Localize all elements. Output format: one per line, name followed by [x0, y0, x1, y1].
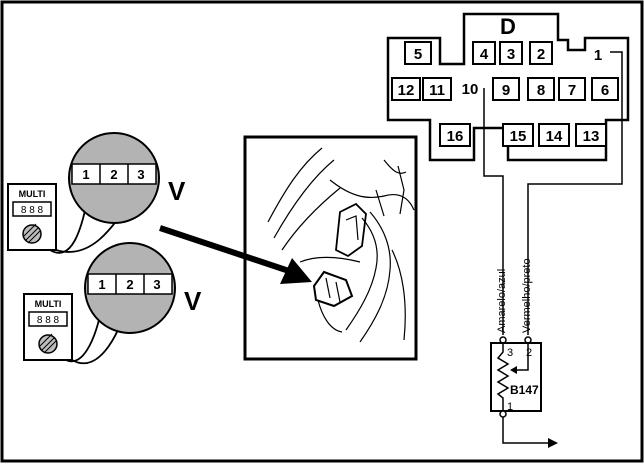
- multimeter-1: MULTI 8 8 8: [7, 183, 57, 251]
- pointer-arrow: [159, 225, 312, 284]
- pin-box-15: [502, 123, 534, 147]
- multimeter-2-display: [28, 311, 68, 327]
- pin-label-4: 4: [480, 46, 489, 63]
- pin-label-13: 13: [583, 128, 600, 145]
- sensor-wiper-arrowhead: [510, 366, 517, 374]
- probe-view-1-pin-2: 2: [110, 167, 117, 182]
- probe-view-2-unit: V: [184, 286, 202, 316]
- pointer-arrow-shaft: [159, 225, 293, 275]
- pin-box-3: [499, 41, 523, 65]
- pin-box-2: [529, 41, 553, 65]
- wire-label-left: Amarelo/azul: [496, 269, 508, 333]
- pin-box-8: [527, 77, 555, 101]
- connector-label: D: [500, 14, 516, 39]
- connector-probe-view-1: 1 2 3: [68, 132, 160, 224]
- multimeter-2-label: MULTI: [35, 299, 62, 309]
- probe-view-2-pin-1: 1: [98, 277, 105, 292]
- sensor-id-label: B147: [510, 383, 539, 397]
- probe-view-2-band: [87, 273, 173, 295]
- photo-sketch: [267, 147, 415, 343]
- pointer-arrow-head: [280, 258, 312, 284]
- pin-box-7: [558, 77, 586, 101]
- multimeter-2-dial-hatch: [39, 333, 57, 354]
- pin1-leader-line: [527, 51, 623, 335]
- pin-box-4: [472, 41, 496, 65]
- sensor-ground-arrowhead: [548, 438, 558, 448]
- photo-frame: [243, 135, 418, 361]
- multimeter-2: MULTI 8 8 8: [23, 293, 73, 361]
- multimeter-1-display-value: 8 8 8: [21, 205, 44, 216]
- multimeter-1-dial-hatch: [23, 223, 41, 244]
- sensor-pin-2-label: 2: [526, 347, 532, 359]
- pin-label-5: 5: [414, 46, 422, 63]
- multimeter-1-label: MULTI: [19, 189, 46, 199]
- connector-d: D 5 4 3 2 1 12 11 10 9 8 7 6 16 15 14 13: [386, 12, 630, 162]
- pin-box-6: [591, 77, 619, 101]
- sensor-b147: 3 2 B147 1: [490, 336, 558, 448]
- multimeter-2-display-value: 8 8 8: [37, 315, 60, 326]
- pin-label-3: 3: [507, 46, 515, 63]
- pin-box-13: [575, 123, 607, 147]
- pin-box-9: [492, 77, 520, 101]
- sensor-body: [490, 342, 542, 412]
- pin-box-11: [422, 77, 452, 101]
- pin-box-14: [538, 123, 570, 147]
- sensor-wiper: [512, 343, 529, 371]
- pin-box-12: [391, 77, 421, 101]
- wire-label-right: Vermelho/preto: [521, 258, 533, 333]
- probe-view-1-pin-3: 3: [137, 167, 144, 182]
- pin10-leader-line: [483, 88, 504, 335]
- sensor-ground-line: [502, 417, 552, 444]
- sensor-pin-3-label: 3: [507, 347, 513, 359]
- probe-view-2-pin-3: 3: [153, 277, 160, 292]
- pin-label-8: 8: [537, 82, 545, 99]
- connector-probe-view-2: 1 2 3: [84, 242, 176, 334]
- pin-label-6: 6: [601, 82, 609, 99]
- probe-view-2-pin-2: 2: [126, 277, 133, 292]
- pin-box-16: [439, 123, 471, 147]
- sensor-resistor-zigzag: [496, 343, 510, 411]
- probe-view-1-unit: V: [168, 176, 186, 206]
- sensor-pin-1-label: 1: [507, 401, 513, 413]
- pin-label-9: 9: [502, 82, 510, 99]
- pin-box-5: [404, 41, 432, 65]
- pin-label-10: 10: [462, 81, 479, 98]
- probe-view-1-band: [71, 163, 157, 185]
- pin-label-2: 2: [537, 46, 545, 63]
- probe-view-1-pin-1: 1: [82, 167, 89, 182]
- pin-label-7: 7: [568, 82, 576, 99]
- pin-label-11: 11: [429, 82, 445, 99]
- engine-photo-panel: [243, 135, 418, 361]
- pin-label-12: 12: [398, 82, 415, 99]
- pin-label-16: 16: [447, 128, 464, 145]
- pin-label-15: 15: [510, 128, 527, 145]
- sensor-terminal-1: [499, 410, 507, 418]
- multimeter-1-display: [12, 201, 52, 217]
- pin-label-1: 1: [594, 47, 602, 64]
- pin-label-14: 14: [546, 128, 563, 145]
